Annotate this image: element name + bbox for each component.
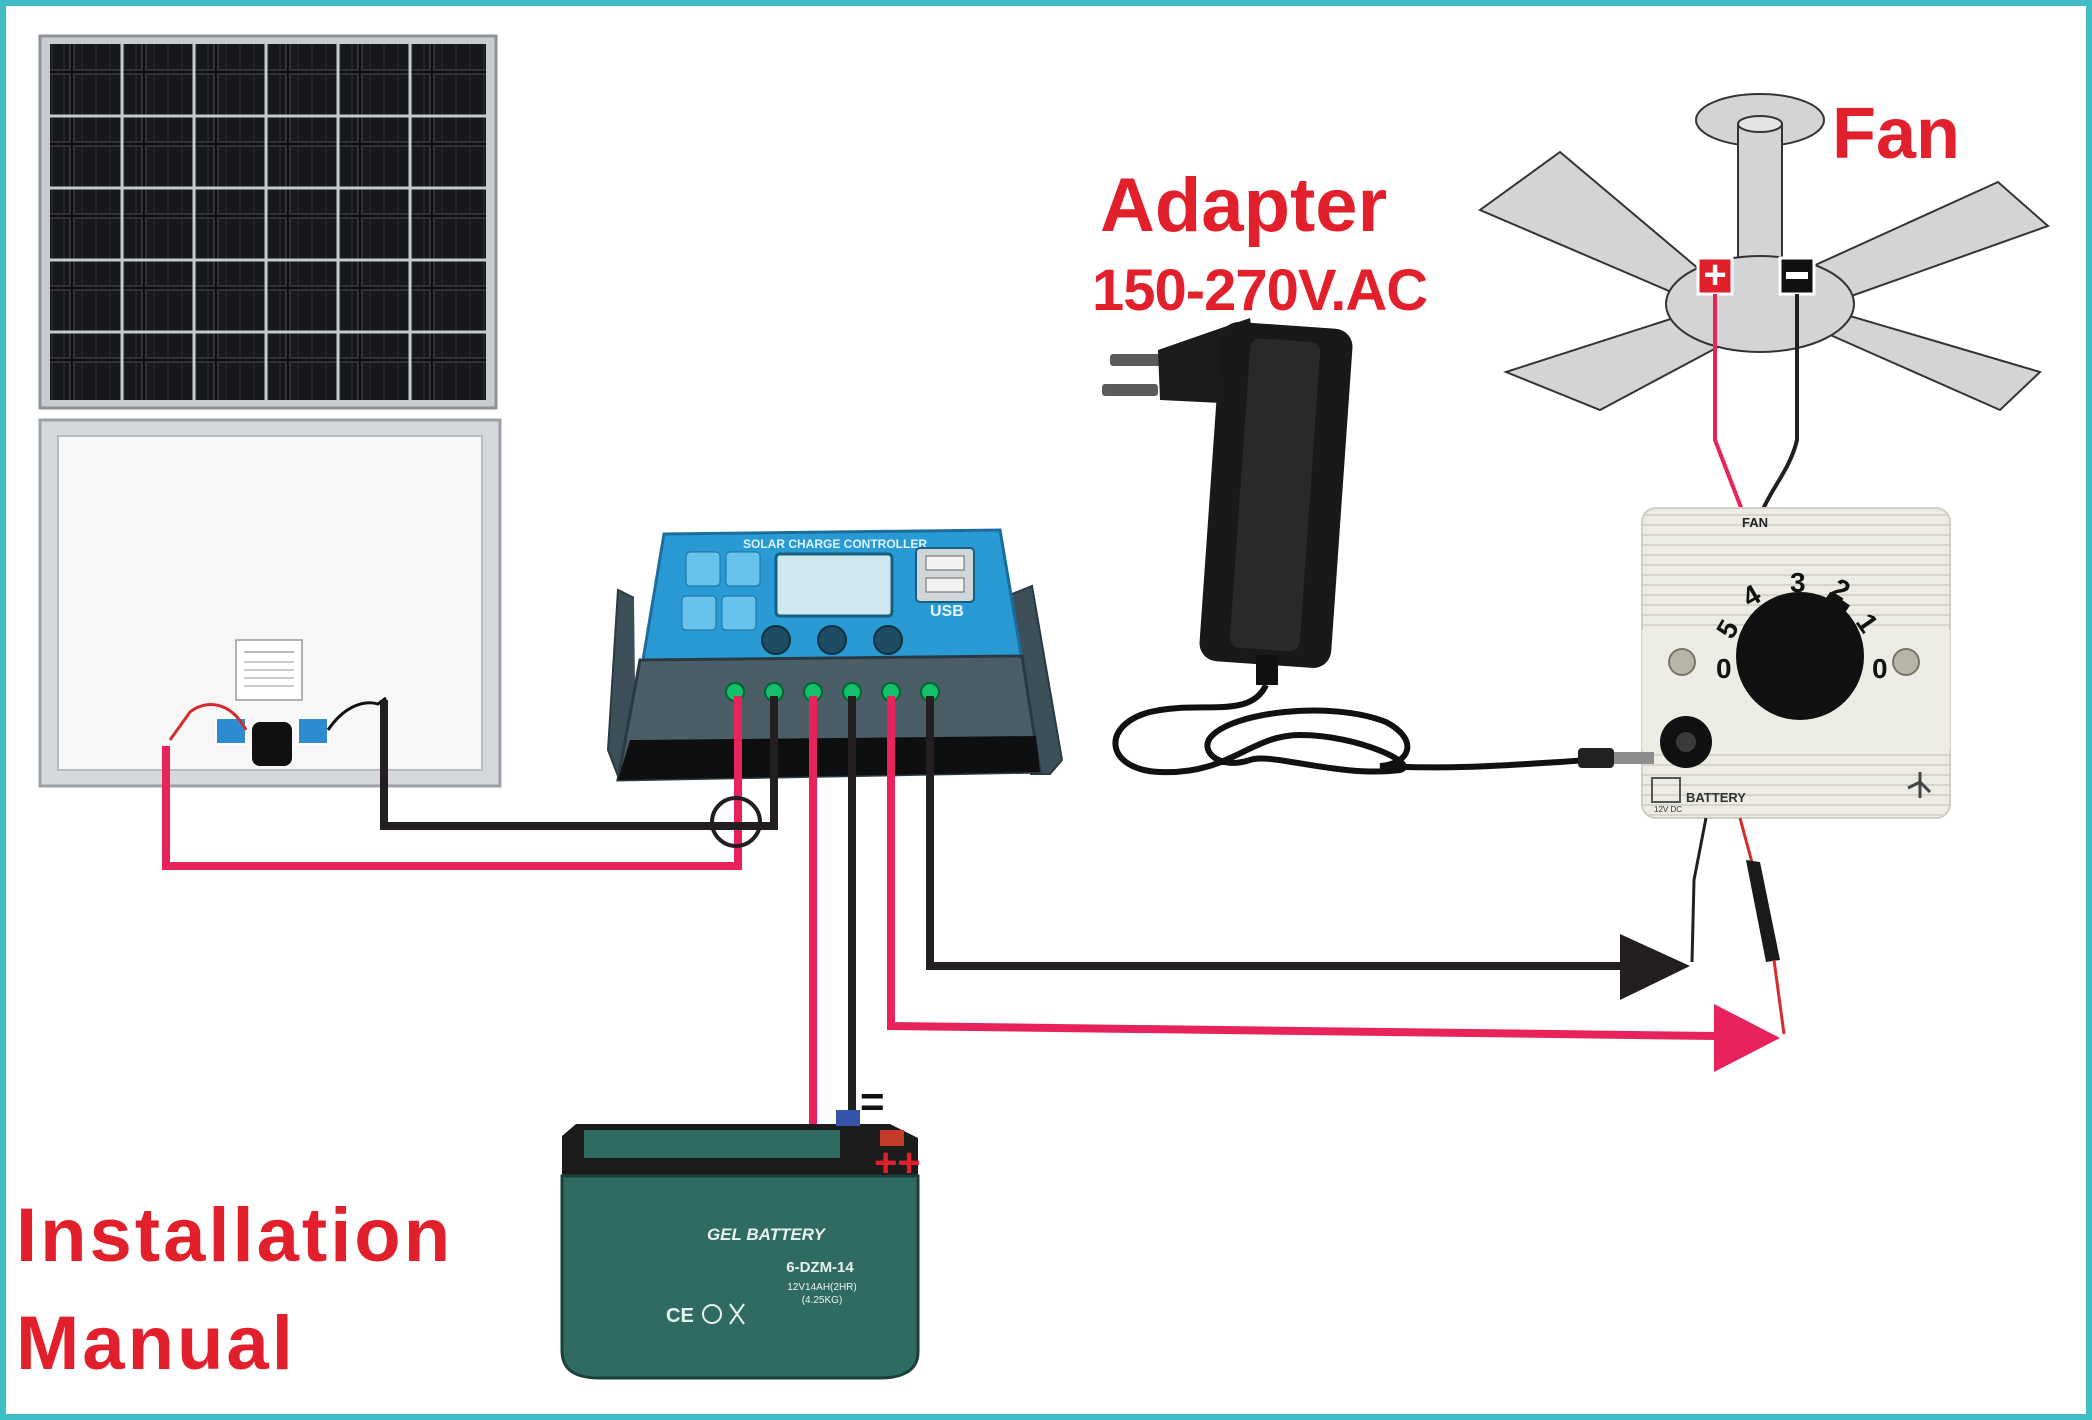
fan-label: Fan	[1832, 94, 1961, 174]
load-negative-arrow	[1620, 934, 1690, 1000]
gel-battery: = ++ GEL BATTERY 6-DZM-14 12V14AH(2HR) (…	[560, 1078, 921, 1380]
battery-minus-label: =	[860, 1078, 885, 1125]
status-icon-panel	[685, 551, 721, 587]
controller-button-down	[873, 625, 903, 655]
battery-negative-post	[836, 1110, 860, 1126]
solar-panel-front	[38, 34, 498, 410]
speed-3: 3	[1790, 567, 1806, 598]
controller-button-up	[817, 625, 847, 655]
adapter-cable	[1112, 683, 1641, 776]
speed-0-left: 0	[1716, 653, 1732, 684]
switch-positive-lead	[1772, 959, 1786, 1035]
dc-label: 12V DC	[1654, 805, 1682, 814]
plug-pin-top	[1110, 354, 1166, 366]
fan-positive-sign: +	[1703, 253, 1726, 297]
battery-model: 6-DZM-14	[786, 1259, 854, 1276]
solar-charge-controller: SOLAR CHARGE CONTROLLER USB	[606, 528, 1064, 782]
battery-spec: 12V14AH(2HR)	[787, 1282, 856, 1293]
fan-positive-wire	[1713, 294, 1744, 511]
plug-pin-bottom	[1102, 384, 1158, 396]
title-installation: Installation	[16, 1193, 454, 1278]
no-dispose-icon	[729, 1303, 745, 1325]
fan-negative-sign	[1786, 272, 1808, 279]
panel-positive-wire	[162, 696, 742, 870]
controller-header: SOLAR CHARGE CONTROLLER	[743, 537, 927, 551]
controller-lcd	[774, 552, 894, 618]
fan-positive-terminal	[1696, 256, 1734, 296]
fan-speed-switch: FAN 0 5 4 3 2 1 0 12V DC BATTERY	[1641, 507, 1951, 819]
gear-icon	[725, 551, 761, 587]
lock-icon	[721, 595, 757, 631]
battery-brand: GEL BATTERY	[707, 1225, 827, 1244]
fan-negative-wire	[1760, 294, 1799, 513]
panel-negative-wire	[380, 696, 778, 830]
controller-button-menu	[761, 625, 791, 655]
solar-panel-back	[38, 418, 502, 788]
wire-crossing-marker	[710, 796, 762, 848]
adapter-dc-plug	[1578, 748, 1614, 768]
battery-symbol	[1651, 777, 1681, 803]
battery-port-label: BATTERY	[1686, 790, 1746, 805]
battery-body	[560, 1174, 920, 1380]
battery-ce-mark: CE	[666, 1305, 694, 1327]
junction-box	[252, 722, 292, 766]
clock-icon	[681, 595, 717, 631]
ceiling-fan: +	[1477, 93, 2050, 412]
panel-negative-connector	[297, 717, 329, 745]
load-negative-wire	[926, 696, 1626, 970]
inline-fuse	[1746, 860, 1780, 962]
usb-label: USB	[930, 603, 964, 620]
speed-0-right: 0	[1872, 653, 1888, 684]
load-positive-wire	[887, 696, 1717, 1040]
adapter-label: Adapter	[1100, 163, 1388, 248]
recycle-icon	[702, 1304, 722, 1324]
fan-symbol-icon	[1907, 772, 1932, 798]
switch-brand: FAN	[1742, 515, 1768, 530]
load-positive-arrow	[1714, 1004, 1780, 1072]
ac-adapter	[1102, 318, 1654, 776]
battery-plus-label: ++	[874, 1141, 921, 1185]
adapter-voltage-label: 150-270V.AC	[1092, 258, 1428, 323]
title-manual: Manual	[16, 1301, 296, 1386]
battery-positive-post	[880, 1130, 904, 1146]
battery-weight: (4.25KG)	[802, 1295, 843, 1306]
switch-negative-lead	[1690, 817, 1708, 963]
